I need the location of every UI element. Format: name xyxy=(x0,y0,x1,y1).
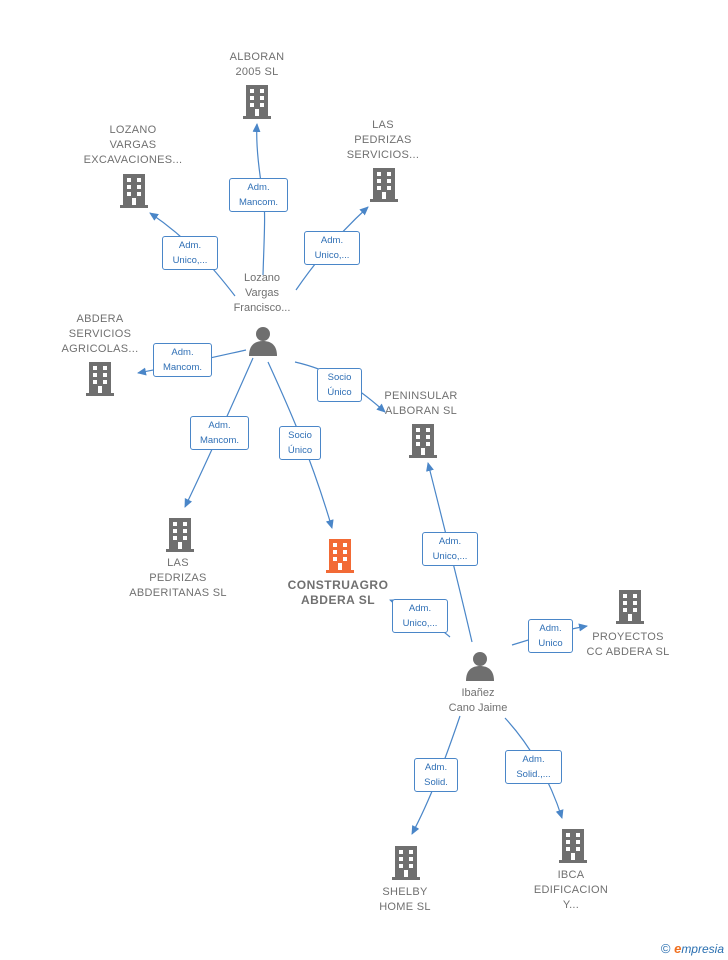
node-label-line: Y... xyxy=(562,899,580,911)
node-label-line: LAS xyxy=(167,557,189,569)
building-icon-alboran_2005[interactable] xyxy=(243,85,271,119)
building-icon-lozano_vargas_excav[interactable] xyxy=(120,174,148,208)
edge-label-line: Adm. xyxy=(424,762,448,773)
node-label-las_pedrizas_servicios[interactable]: LAS PEDRIZAS SERVICIOS... xyxy=(313,118,453,163)
node-label-alboran_2005[interactable]: ALBORAN 2005 SL xyxy=(187,50,327,80)
edge-label-lozano_person-abdera_servicios[interactable]: Adm. Mancom. xyxy=(153,343,212,377)
node-label-line: 2005 SL xyxy=(235,66,279,78)
edge-label-ibanez_person-proyectos_cc[interactable]: Adm. Unico xyxy=(528,619,573,653)
edge-label-line: Socio xyxy=(288,430,312,441)
node-label-line: Lozano xyxy=(243,272,281,284)
person-icon-ibanez_person[interactable] xyxy=(465,651,495,681)
edge-label-line: Adm. xyxy=(208,420,231,431)
edge-label-line: Socio xyxy=(327,372,352,383)
edge-label-ibanez_person-peninsular_alboran[interactable]: Adm. Unico,... xyxy=(422,532,478,566)
edge-label-line: Adm. xyxy=(522,754,545,765)
edge-label-ibanez_person-ibca[interactable]: Adm. Solid.,... xyxy=(505,750,562,784)
edge-label-line: Adm. xyxy=(178,240,202,251)
node-label-line: ABDERITANAS SL xyxy=(129,587,227,599)
edge-label-lozano_person-las_pedrizas_abderitanas[interactable]: Adm. Mancom. xyxy=(190,416,249,450)
node-label-line: EDIFICACION xyxy=(533,884,609,896)
edge-label-line: Adm. xyxy=(247,182,270,193)
node-label-line: Francisco... xyxy=(233,302,291,314)
node-label-line: VARGAS xyxy=(109,139,157,151)
node-label-line: Cano Jaime xyxy=(448,702,508,714)
edge-label-ibanez_person-construagro[interactable]: Adm. Unico,... xyxy=(392,599,448,633)
edge-label-line: Adm. xyxy=(320,235,344,246)
node-label-line: ABDERA SL xyxy=(300,593,376,607)
node-label-line: EXCAVACIONES... xyxy=(83,154,183,166)
building-icon-peninsular_alboran[interactable] xyxy=(409,424,437,458)
edge-label-lozano_person-alboran_2005[interactable]: Adm. Mancom. xyxy=(229,178,288,212)
node-label-lozano_vargas_excav[interactable]: LOZANO VARGAS EXCAVACIONES... xyxy=(63,123,203,168)
node-label-line: CC ABDERA SL xyxy=(586,646,670,658)
edge-label-line: Unico,... xyxy=(432,551,468,562)
node-label-line: LAS xyxy=(372,119,394,131)
node-label-proyectos_cc[interactable]: PROYECTOS CC ABDERA SL xyxy=(558,630,698,660)
brand-e: e xyxy=(674,941,682,956)
edge-label-lozano_person-lozano_vargas_excav[interactable]: Adm. Unico,... xyxy=(162,236,218,270)
node-label-line: HOME SL xyxy=(379,901,431,913)
building-icon-ibca[interactable] xyxy=(559,829,587,863)
empresia-logo[interactable]: © empresia xyxy=(661,941,724,956)
person-icon-lozano_person[interactable] xyxy=(248,326,278,356)
edge-label-line: Solid. xyxy=(424,777,448,788)
node-label-abdera_servicios[interactable]: ABDERA SERVICIOS AGRICOLAS... xyxy=(30,312,170,357)
edge-label-line: Único xyxy=(327,387,352,398)
node-label-line: Ibañez xyxy=(461,687,495,699)
building-icon-abdera_servicios[interactable] xyxy=(86,362,114,396)
edge-label-lozano_person-las_pedrizas_servicios[interactable]: Adm. Unico,... xyxy=(304,231,360,265)
node-label-line: SERVICIOS... xyxy=(346,149,420,161)
node-label-line: ALBORAN SL xyxy=(384,405,458,417)
node-label-line: ALBORAN xyxy=(229,51,285,63)
node-label-line: PEDRIZAS xyxy=(149,572,207,584)
edge-label-line: Adm. xyxy=(408,603,432,614)
building-icon-proyectos_cc[interactable] xyxy=(616,590,644,624)
node-label-line: AGRICOLAS... xyxy=(61,343,139,355)
copyright-symbol: © xyxy=(660,941,671,956)
edge-label-line: Unico,... xyxy=(314,250,350,261)
edge-label-ibanez_person-shelby_home[interactable]: Adm. Solid. xyxy=(414,758,458,792)
node-label-ibca[interactable]: IBCA EDIFICACION Y... xyxy=(501,868,641,913)
node-label-line: CONSTRUAGRO xyxy=(287,578,389,592)
edge-label-line: Solid.,... xyxy=(516,769,551,780)
node-label-line: Vargas xyxy=(244,287,280,299)
node-label-shelby_home[interactable]: SHELBY HOME SL xyxy=(335,885,475,915)
edge-label-line: Único xyxy=(287,445,313,456)
node-label-line: PROYECTOS xyxy=(592,631,664,643)
node-label-peninsular_alboran[interactable]: PENINSULAR ALBORAN SL xyxy=(351,389,491,419)
edge-label-line: Adm. xyxy=(539,623,562,634)
edge-label-line: Mancom. xyxy=(238,197,279,208)
building-icon-shelby_home[interactable] xyxy=(392,846,420,880)
edge-label-line: Mancom. xyxy=(199,435,240,446)
edge-label-line: Unico,... xyxy=(172,255,208,266)
edge-label-line: Mancom. xyxy=(162,362,203,373)
building-icon-las_pedrizas_servicios[interactable] xyxy=(370,168,398,202)
building-icon-las_pedrizas_abderitanas[interactable] xyxy=(166,518,194,552)
edge-label-line: Unico xyxy=(538,638,563,649)
brand-rest: mpresia xyxy=(681,942,724,956)
node-label-line: SERVICIOS xyxy=(68,328,132,340)
node-label-line: IBCA xyxy=(557,869,585,881)
node-label-las_pedrizas_abderitanas[interactable]: LAS PEDRIZAS ABDERITANAS SL xyxy=(108,556,248,601)
node-label-line: PENINSULAR xyxy=(384,390,458,402)
edge-label-line: Unico,... xyxy=(402,618,438,629)
edge-label-line: Adm. xyxy=(438,536,462,547)
node-label-line: LOZANO xyxy=(109,124,157,136)
edge-label-line: Adm. xyxy=(171,347,194,358)
node-label-line: ABDERA xyxy=(76,313,124,325)
node-label-line: SHELBY xyxy=(382,886,428,898)
node-label-line: PEDRIZAS xyxy=(354,134,412,146)
building-icon-construagro[interactable] xyxy=(326,539,354,573)
